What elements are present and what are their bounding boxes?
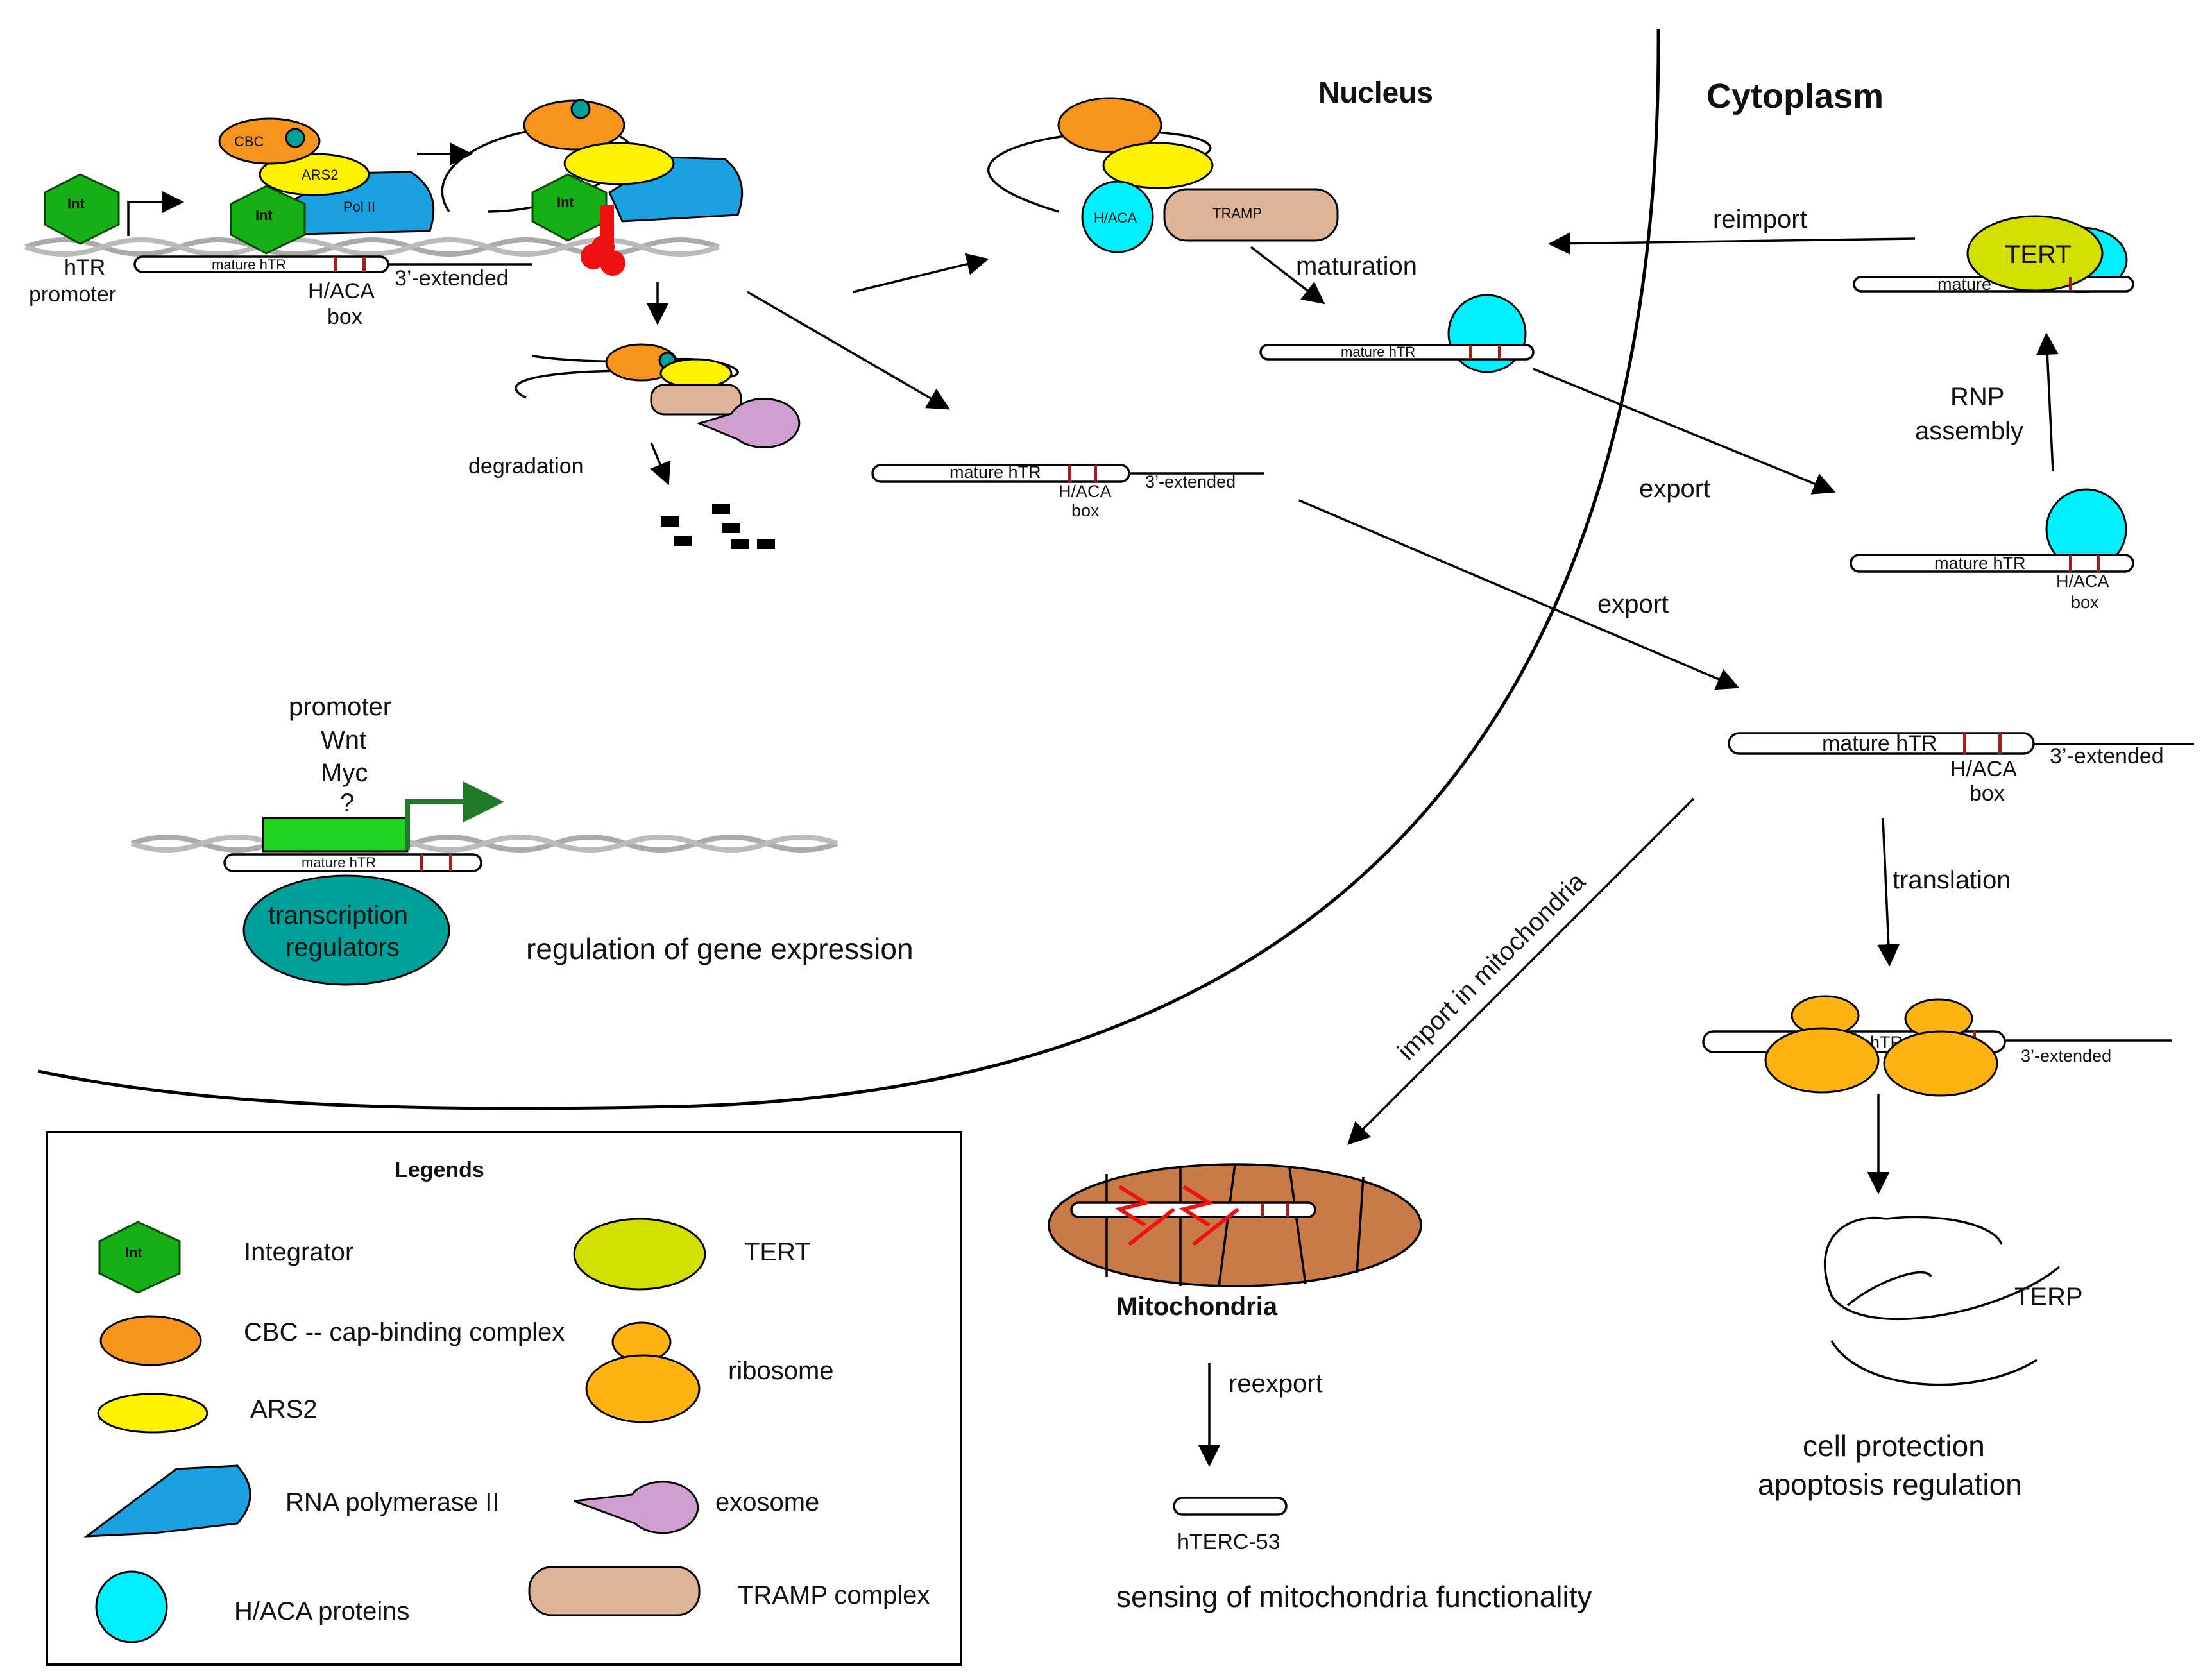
terp-protein (1823, 1216, 2061, 1386)
htr-promoter-label-2: promoter (29, 282, 116, 307)
svg-text:box: box (2071, 593, 2099, 612)
degradation-label: degradation (468, 454, 584, 479)
svg-text:H/ACA: H/ACA (1059, 482, 1112, 501)
mature-htr-label-1: mature hTR (212, 257, 286, 273)
translation-label: translation (1893, 866, 2011, 894)
regulation-wnt-label: Wnt (321, 726, 366, 754)
legend-ribosome-icon-bottom (585, 1354, 701, 1423)
svg-text:H/ACA: H/ACA (2056, 572, 2109, 591)
svg-text:mature hTR: mature hTR (302, 854, 376, 870)
svg-text:regulators: regulators (285, 933, 400, 962)
mitochondria-icon (1048, 1163, 1422, 1287)
regulation-gene-expression-label: regulation of gene expression (526, 932, 914, 965)
tss-arrow (127, 191, 184, 236)
integrator-icon (44, 173, 120, 245)
svg-text:3’-extended: 3’-extended (2021, 1046, 2111, 1065)
ars2-label: ARS2 (302, 167, 338, 183)
cap-icon (285, 128, 305, 148)
export-label-2: export (1597, 590, 1669, 618)
cell-protection-label-2: apoptosis regulation (1758, 1468, 2022, 1501)
regulation-promoter-label: promoter (289, 693, 391, 721)
svg-text:mature hTR: mature hTR (1341, 344, 1415, 360)
legend-haca-label: H/ACA proteins (234, 1597, 409, 1625)
nucleus-title: Nucleus (1318, 76, 1433, 109)
legend-exosome-label: exosome (715, 1488, 819, 1516)
htr-promoter-label-1: hTR (64, 255, 105, 280)
legend-cbc-icon (99, 1315, 202, 1366)
promoter-arrow (405, 781, 504, 850)
svg-text:box: box (1970, 781, 2005, 806)
haca-box-label-1b: box (327, 305, 362, 329)
cbc-label: CBC (234, 133, 264, 149)
sensing-label: sensing of mitochondria functionality (1116, 1580, 1592, 1613)
legend-rnapol2-icon (83, 1464, 251, 1538)
svg-text:mature hTR: mature hTR (1934, 554, 2026, 573)
three-extended-label-1: 3’-extended (395, 266, 509, 291)
ars2-icon (259, 153, 370, 196)
degraded-fragments (661, 504, 775, 549)
legend-box: Legends Int Integrator CBC -- cap-bindin… (46, 1131, 962, 1666)
reexport-label: reexport (1229, 1370, 1323, 1398)
svg-text:3’-extended: 3’-extended (2050, 744, 2164, 768)
maturation-label: maturation (1296, 252, 1417, 280)
svg-text:Int: Int (557, 194, 575, 210)
legend-tert-label: TERT (744, 1238, 811, 1266)
legend-ribosome-label: ribosome (728, 1357, 834, 1385)
integrator-icon-2 (230, 185, 306, 255)
legend-cbc-label: CBC -- cap-binding complex (244, 1318, 565, 1346)
legend-tert-icon (573, 1218, 706, 1291)
legend-haca-icon (95, 1570, 168, 1643)
haca-box-label-1a: H/ACA (308, 279, 375, 303)
rnp-assembly-label-2: assembly (1915, 417, 2023, 445)
integrator-label: Int (67, 196, 85, 212)
legend-rnapol2-label: RNA polymerase II (285, 1488, 499, 1516)
svg-text:transcription: transcription (268, 901, 408, 929)
legend-integrator-icon (98, 1221, 181, 1294)
transcription-regulators-icon (242, 874, 450, 986)
svg-text:TRAMP: TRAMP (1212, 205, 1262, 221)
reimport-label: reimport (1713, 205, 1807, 233)
svg-text:H/ACA: H/ACA (1950, 757, 2017, 781)
promoter-box (262, 817, 409, 853)
mature-htr-label-2: mature hTR (949, 462, 1041, 482)
svg-text:box: box (1071, 501, 1100, 520)
cbc-icon-3 (523, 99, 625, 151)
legend-integrator-label: Integrator (244, 1238, 353, 1266)
tramp-icon (1163, 188, 1339, 242)
svg-text:mature hTR: mature hTR (1822, 731, 1937, 756)
svg-text:TERT: TERT (2005, 241, 2072, 269)
legend-tramp-icon (528, 1566, 701, 1616)
pol2-label: Pol II (343, 199, 375, 215)
legend-ars2-label: ARS2 (250, 1395, 318, 1423)
nuclear-membrane (38, 28, 1660, 1110)
regulation-q-label: ? (340, 789, 354, 817)
hterc53-label: hTERC-53 (1177, 1530, 1280, 1554)
svg-text:H/ACA: H/ACA (1094, 210, 1137, 226)
cell-protection-label-1: cell protection (1803, 1429, 1985, 1463)
integrator-label-2: Int (255, 207, 273, 223)
tert-icon (1966, 215, 2104, 292)
import-mitochondria-label: import in mitochondria (1392, 867, 1591, 1065)
svg-text:mature: mature (1937, 275, 1991, 294)
polII-icon (268, 171, 435, 235)
legend-ars2-icon (97, 1393, 208, 1434)
export-label-1: export (1639, 475, 1710, 503)
legend-tramp-label: TRAMP complex (738, 1581, 930, 1609)
dna-helix-bottom (130, 835, 838, 853)
mitochondria-label: Mitochondria (1116, 1293, 1278, 1321)
svg-text:Int: Int (125, 1244, 143, 1260)
stalled-polymerase-icon (581, 205, 625, 276)
cytoplasm-title: Cytoplasm (1706, 77, 1884, 115)
exosome-icon (696, 398, 801, 448)
regulation-myc-label: Myc (321, 759, 368, 787)
hterc53-rna (1173, 1497, 1288, 1516)
terp-label: TERP (2014, 1283, 2083, 1311)
legend-title: Legends (395, 1158, 484, 1182)
svg-text:3’-extended: 3’-extended (1145, 472, 1236, 491)
rnp-assembly-label-1: RNP (1950, 383, 2004, 411)
legend-exosome-icon (574, 1481, 699, 1534)
haca-icon (1081, 180, 1154, 253)
